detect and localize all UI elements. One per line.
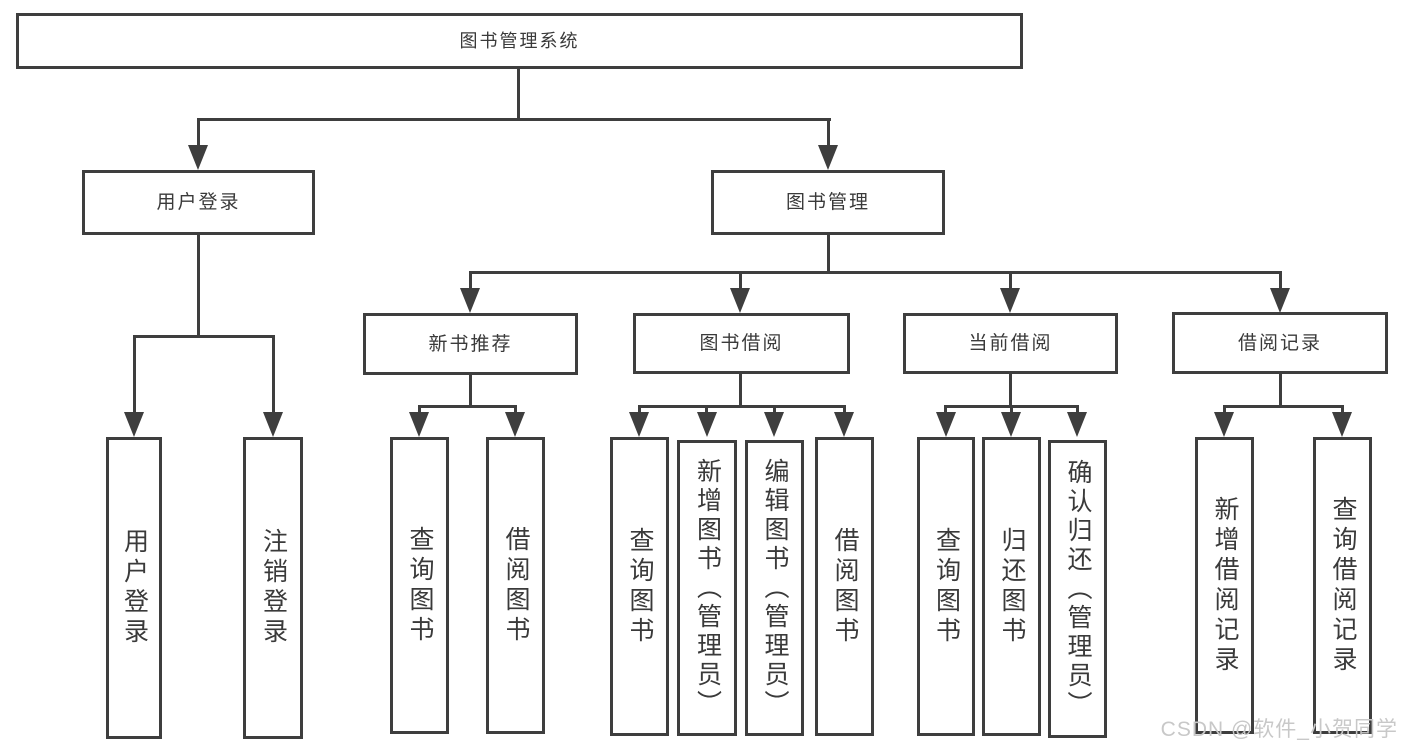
connector-borrowing-records-down: [1279, 374, 1282, 408]
arrow-down-book-management-icon: [818, 145, 838, 170]
arrow-down-current-borrowing-icon: [1000, 288, 1020, 313]
node-leaf-nb-query: 查询图书: [390, 437, 449, 734]
connector-book-management-stem: [827, 118, 830, 148]
connector-nb-borrow-stem: [514, 405, 517, 415]
arrow-down-bb-borrow-icon: [834, 412, 854, 437]
connector-new-book-stem: [469, 271, 472, 291]
connector-bb-add-stem: [705, 405, 708, 415]
connector-br-query-stem: [1341, 405, 1344, 415]
node-leaf-bb-edit: 编辑图书（管理员）: [745, 440, 804, 736]
connector-login-stem: [133, 335, 136, 415]
node-book-borrowing-label: 图书借阅: [699, 333, 784, 354]
arrow-down-book-borrowing-icon: [730, 288, 750, 313]
node-book-management: 图书管理: [711, 170, 945, 235]
node-borrowing-records: 借阅记录: [1172, 312, 1388, 374]
connector-bb-borrow-stem: [843, 405, 846, 415]
node-leaf-bb-add-label: 新增图书（管理员）: [693, 457, 722, 719]
node-user-login-label: 用户登录: [156, 192, 241, 213]
node-leaf-cb-confirm: 确认归还（管理员）: [1048, 440, 1107, 738]
arrow-down-cb-confirm-icon: [1067, 412, 1087, 437]
connector-root-stem: [517, 69, 520, 120]
node-current-borrowing-label: 当前借阅: [968, 333, 1053, 354]
arrow-down-nb-borrow-icon: [505, 412, 525, 437]
node-leaf-logout: 注销登录: [243, 437, 303, 739]
node-root-label: 图书管理系统: [459, 31, 580, 51]
connector-book-borrowing-down: [739, 373, 742, 408]
connector-logout-stem: [272, 335, 275, 415]
node-leaf-nb-query-label: 查询图书: [406, 525, 434, 646]
node-leaf-login: 用户登录: [106, 437, 162, 739]
connector-nb-query-stem: [418, 405, 421, 415]
connector-cb-confirm-stem: [1076, 405, 1079, 415]
node-leaf-br-query-label: 查询借阅记录: [1329, 495, 1357, 676]
node-leaf-logout-label: 注销登录: [259, 528, 288, 648]
connector-book-management-down: [827, 235, 830, 274]
arrow-down-bb-add-icon: [697, 412, 717, 437]
node-leaf-br-add: 新增借阅记录: [1195, 437, 1254, 734]
connector-level1-rail: [197, 118, 831, 121]
arrow-down-br-add-icon: [1214, 412, 1234, 437]
node-leaf-bb-query-label: 查询图书: [626, 526, 654, 647]
arrow-down-login-icon: [124, 412, 144, 437]
connector-user-login-rail: [133, 335, 275, 338]
node-leaf-login-label: 用户登录: [120, 528, 149, 648]
arrow-down-cb-return-icon: [1001, 412, 1021, 437]
node-leaf-cb-query: 查询图书: [917, 437, 975, 736]
arrow-down-bb-query-icon: [629, 412, 649, 437]
node-leaf-br-add-label: 新增借阅记录: [1211, 495, 1239, 676]
connector-cb-return-stem: [1010, 405, 1013, 415]
arrow-down-cb-query-icon: [936, 412, 956, 437]
connector-current-borrowing-stem: [1009, 271, 1012, 291]
node-user-login: 用户登录: [82, 170, 315, 235]
connector-book-borrowing-stem: [739, 271, 742, 291]
arrow-down-new-book-icon: [460, 288, 480, 313]
arrow-down-user-login-icon: [188, 145, 208, 170]
node-leaf-nb-borrow: 借阅图书: [486, 437, 545, 734]
connector-current-borrowing-down: [1009, 373, 1012, 408]
node-leaf-cb-return: 归还图书: [982, 437, 1041, 736]
node-current-borrowing: 当前借阅: [903, 313, 1118, 374]
node-leaf-bb-borrow-label: 借阅图书: [831, 526, 859, 647]
node-leaf-cb-query-label: 查询图书: [932, 526, 961, 647]
connector-borrowing-records-stem: [1279, 271, 1282, 291]
node-leaf-cb-return-label: 归还图书: [998, 526, 1026, 647]
node-new-book-recommend: 新书推荐: [363, 313, 578, 375]
node-leaf-bb-edit-label: 编辑图书（管理员）: [761, 457, 789, 719]
connector-bb-edit-stem: [773, 405, 776, 415]
arrow-down-logout-icon: [263, 412, 283, 437]
connector-user-login-stem: [197, 118, 200, 148]
connector-bb-query-stem: [638, 405, 641, 415]
csdn-watermark: CSDN @软件_小贺同学: [1160, 718, 1398, 741]
connector-br-add-stem: [1223, 405, 1226, 415]
node-book-management-label: 图书管理: [785, 192, 870, 213]
node-leaf-bb-query: 查询图书: [610, 437, 669, 736]
connector-book-borrowing-rail: [638, 405, 846, 408]
node-leaf-bb-add: 新增图书（管理员）: [677, 440, 737, 736]
arrow-down-nb-query-icon: [409, 412, 429, 437]
connector-cb-query-stem: [944, 405, 947, 415]
node-leaf-cb-confirm-label: 确认归还（管理员）: [1064, 458, 1092, 720]
node-root: 图书管理系统: [16, 13, 1023, 69]
node-leaf-br-query: 查询借阅记录: [1313, 437, 1372, 734]
connector-new-book-rail: [418, 405, 517, 408]
connector-user-login-down: [197, 235, 200, 338]
arrow-down-borrowing-records-icon: [1270, 288, 1290, 313]
node-leaf-bb-borrow: 借阅图书: [815, 437, 874, 736]
connector-level2-rail: [469, 271, 1282, 274]
arrow-down-bb-edit-icon: [764, 412, 784, 437]
node-book-borrowing: 图书借阅: [633, 313, 850, 374]
arrow-down-br-query-icon: [1332, 412, 1352, 437]
connector-new-book-down: [469, 375, 472, 408]
node-borrowing-records-label: 借阅记录: [1237, 332, 1322, 354]
node-new-book-recommend-label: 新书推荐: [428, 333, 513, 355]
connector-borrowing-records-rail: [1223, 405, 1344, 408]
node-leaf-nb-borrow-label: 借阅图书: [502, 525, 530, 646]
